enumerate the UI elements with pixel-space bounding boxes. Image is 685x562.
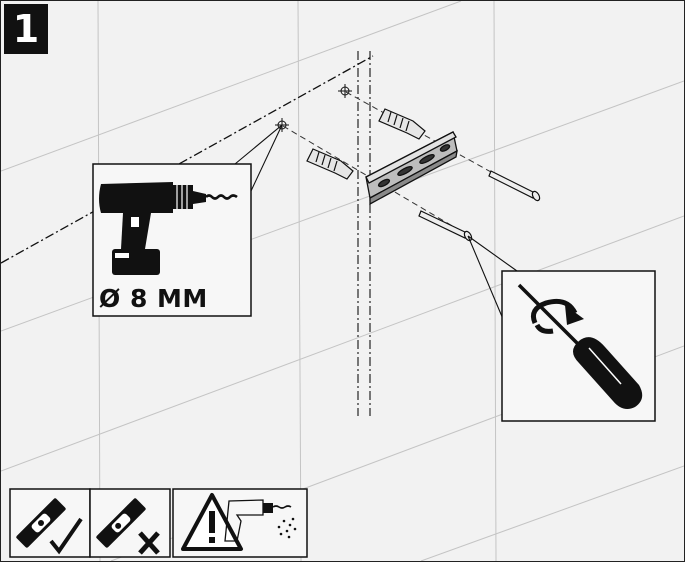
mounting-bracket xyxy=(365,131,458,206)
power-drill-icon xyxy=(99,182,238,275)
wall-plug xyxy=(378,108,426,140)
level-correct-icon xyxy=(9,488,91,558)
drill-bit-diameter-label: Ø 8 MM xyxy=(99,284,208,313)
screw xyxy=(488,170,541,202)
screwdriver-callout-leader xyxy=(467,235,518,320)
screw xyxy=(418,210,473,242)
vertical-reference-lines xyxy=(357,51,371,416)
level-reference-line xyxy=(1,55,374,264)
wall-plug xyxy=(306,148,354,180)
drilling-dust-warning-icon xyxy=(172,488,308,558)
step-number-badge: 1 xyxy=(4,4,48,54)
level-incorrect-icon xyxy=(89,488,171,558)
screwdriver-turn-icon xyxy=(517,283,643,409)
drill-callout-leader xyxy=(234,124,283,192)
drill-hole-mark-right xyxy=(338,84,352,98)
